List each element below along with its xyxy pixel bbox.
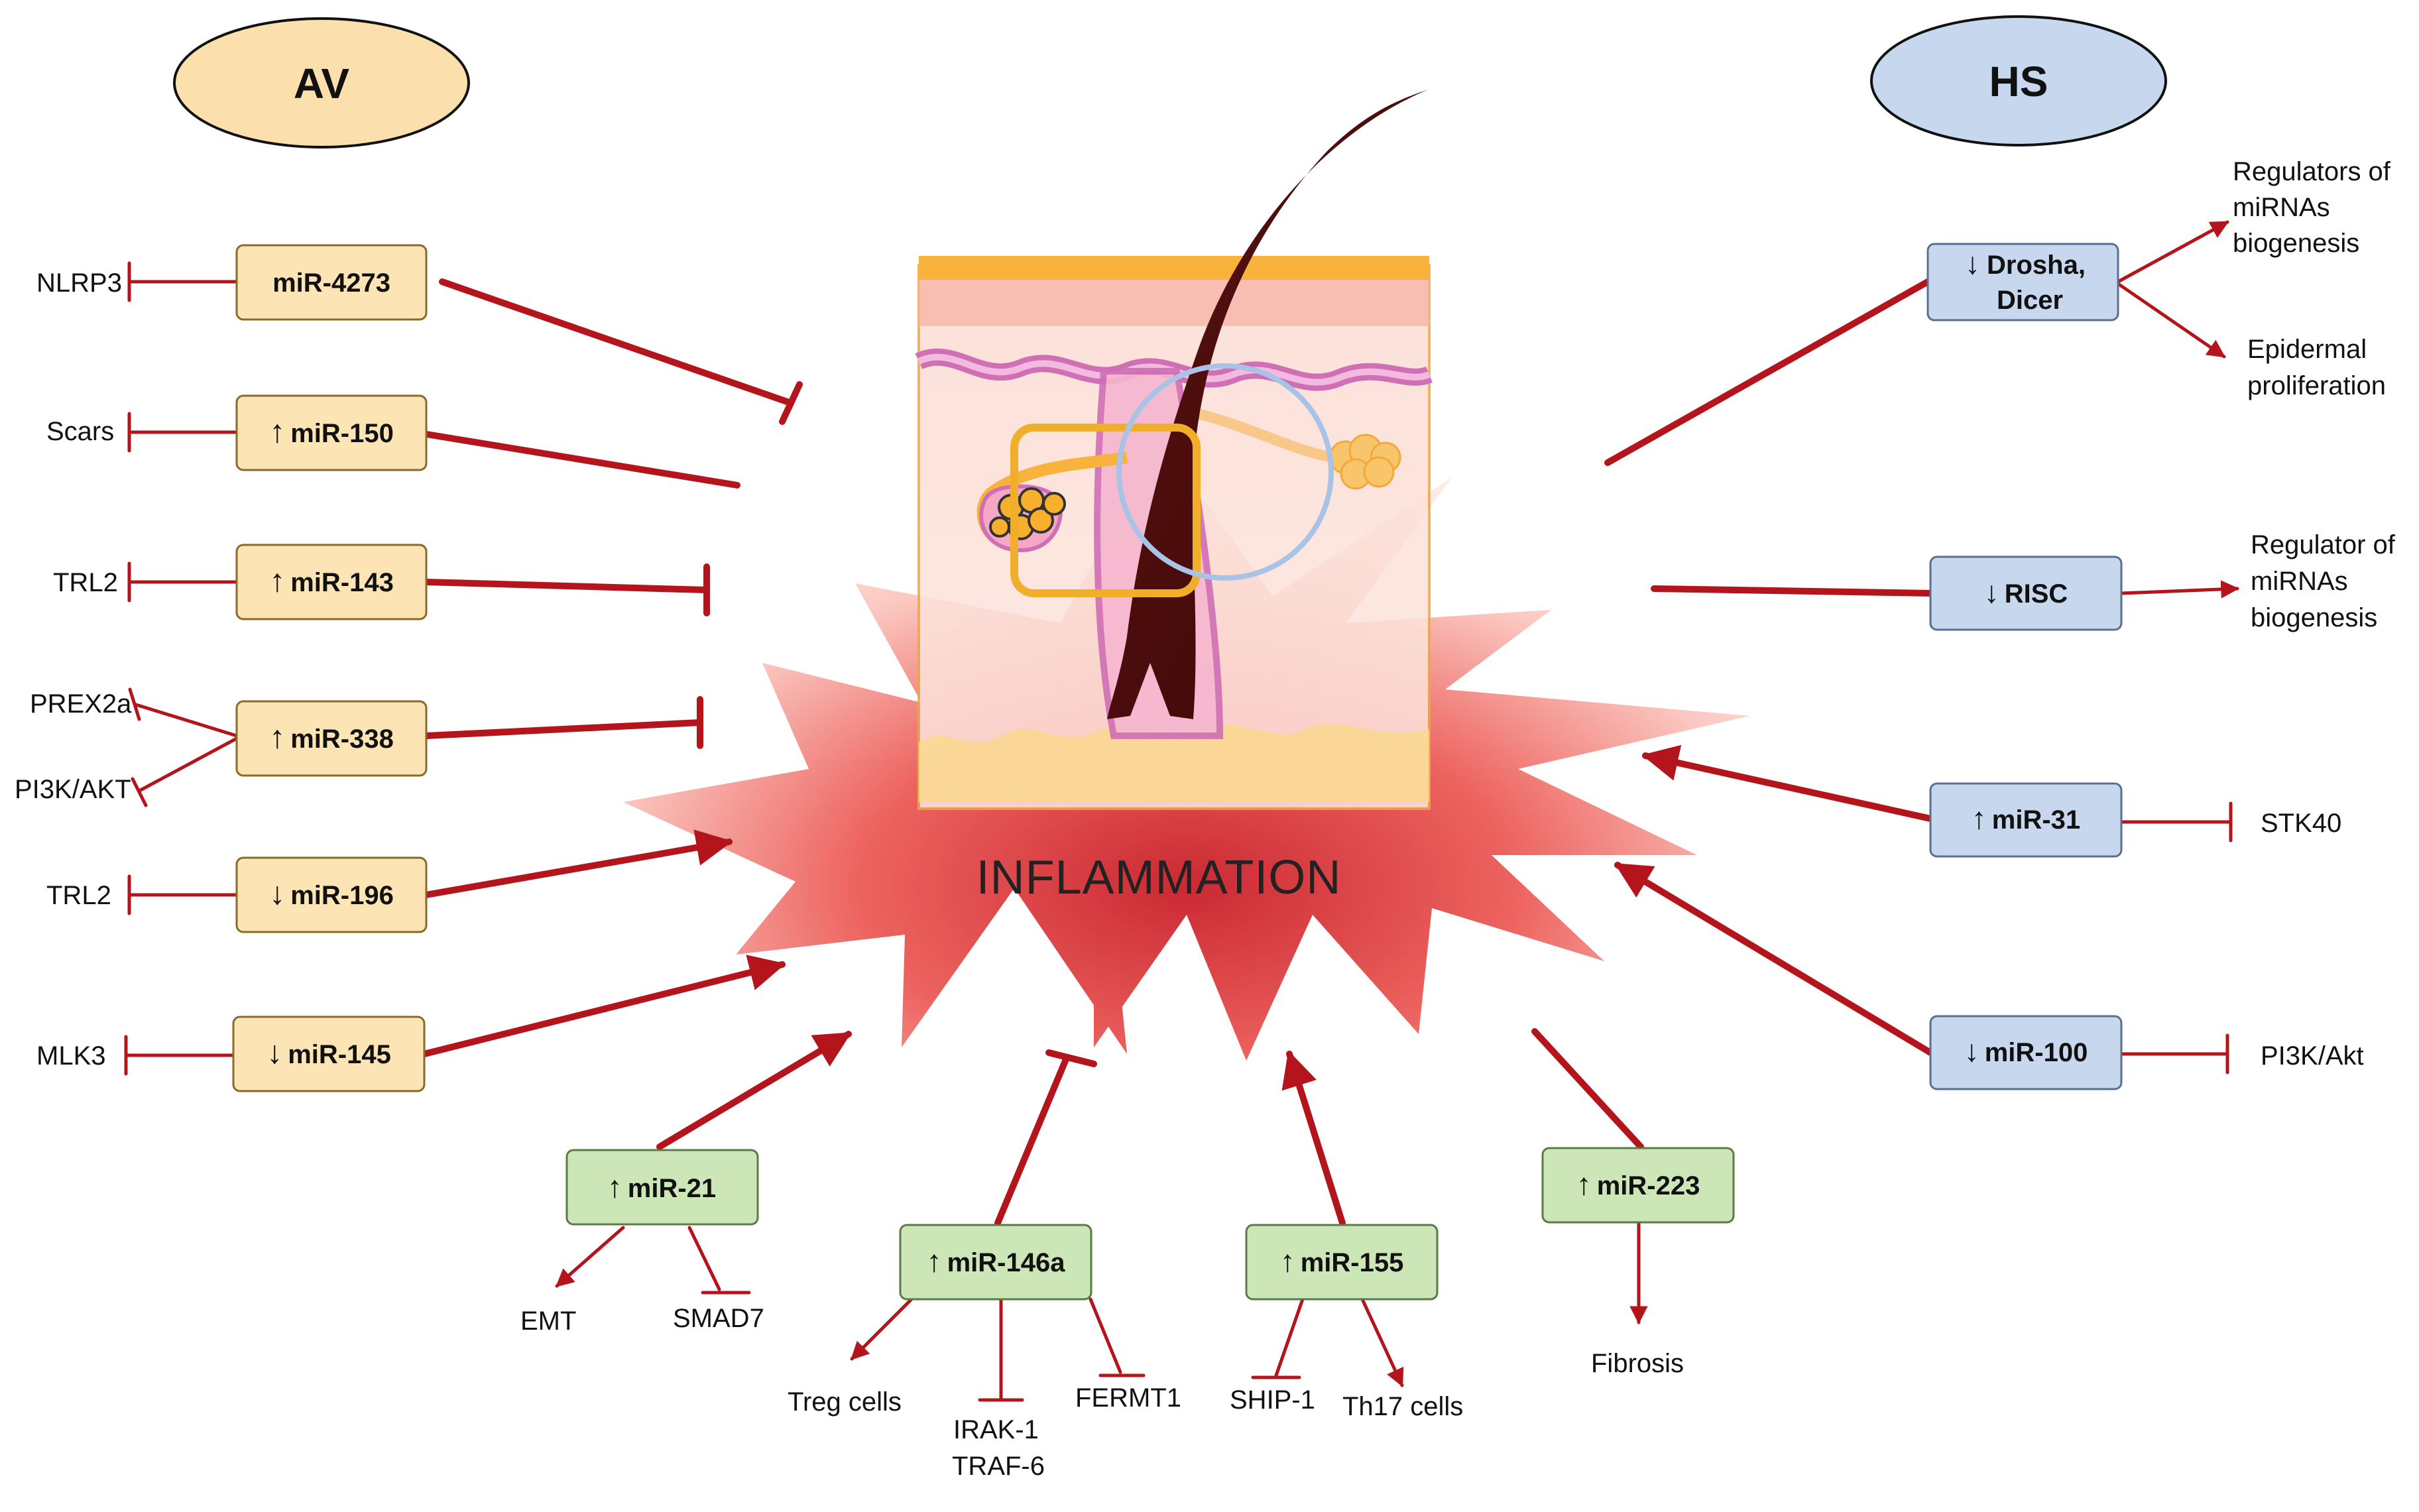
svg-text:Epidermal: Epidermal [2247,335,2367,364]
target-pi3k-akt: PI3K/AKT [15,775,131,804]
svg-text:↓miR-145: ↓miR-145 [266,1035,391,1071]
target-fibrosis: Fibrosis [1591,1349,1684,1378]
av-box-mir-4273: miR-4273 [235,244,428,321]
target-pi3k-akt-hs: PI3K/Akt [2261,1041,2364,1071]
target-nlrp3: NLRP3 [36,268,122,298]
svg-text:↑miR-223: ↑miR-223 [1576,1167,1700,1201]
target-smad7: SMAD7 [673,1304,764,1333]
svg-text:↓RISC: ↓RISC [1984,575,2068,609]
svg-text:miR-4273: miR-4273 [272,268,390,298]
target-trl2-b: TRL2 [46,881,111,910]
svg-text:↑miR-150: ↑miR-150 [269,414,394,449]
target-scars: Scars [46,417,114,446]
svg-text:biogenesis: biogenesis [2251,603,2377,632]
hs-box-mir-100: ↓miR-100 [1929,1015,2123,1090]
target-traf-6: TRAF-6 [952,1452,1045,1481]
hs-outputs: Regulators of miRNAs biogenesis Epiderma… [2233,157,2396,1071]
target-irak-1: IRAK-1 [953,1415,1039,1444]
mir-338-label: miR-338 [290,725,394,754]
target-emt: EMT [520,1307,576,1336]
hs-box-drosha-dicer: ↓Drosha, Dicer [1926,243,2119,321]
hs-connectors [1604,220,2239,1075]
skin-illustration [915,89,1433,810]
mir-145-label: miR-145 [288,1040,391,1069]
svg-text:miRNAs: miRNAs [2233,193,2330,222]
bottom-outputs: EMT SMAD7 Treg cells IRAK-1 TRAF-6 FERMT… [520,1304,1684,1481]
svg-text:Regulator of: Regulator of [2251,530,2396,559]
svg-text:↓Drosha,: ↓Drosha, [1965,246,2086,280]
target-prex2a: PREX2a [30,689,132,719]
av-box-mir-145: ↓miR-145 [232,1016,426,1092]
av-header-label: AV [294,60,349,107]
av-connectors [124,261,803,1076]
bottom-connectors [555,1028,1648,1402]
av-header: AV [173,17,470,148]
target-treg-cells: Treg cells [788,1387,902,1417]
hs-header: HS [1870,15,2167,146]
svg-text:biogenesis: biogenesis [2233,229,2359,258]
svg-text:↓miR-196: ↓miR-196 [269,876,394,911]
bottom-box-mir-155: ↑miR-155 [1245,1224,1439,1301]
av-box-mir-150: ↑miR-150 [235,394,428,471]
svg-text:proliferation: proliferation [2247,371,2386,400]
mir-4273-label: miR-4273 [272,268,390,298]
av-box-mir-196: ↓miR-196 [235,856,428,933]
target-fermt1: FERMT1 [1075,1383,1181,1413]
mir-196-label: miR-196 [290,881,394,910]
hs-box-mir-31: ↑miR-31 [1929,782,2123,858]
svg-text:↑miR-143: ↑miR-143 [269,563,394,599]
bottom-box-mir-21: ↑miR-21 [565,1149,759,1226]
svg-text:↑miR-146a: ↑miR-146a [927,1244,1066,1278]
hs-header-label: HS [1989,58,2048,105]
svg-text:Regulators of: Regulators of [2233,157,2391,186]
svg-text:↓miR-100: ↓miR-100 [1964,1033,2088,1068]
mir-150-label: miR-150 [290,419,394,448]
svg-text:↑miR-338: ↑miR-338 [269,720,394,755]
svg-text:↑miR-21: ↑miR-21 [607,1169,716,1204]
bottom-box-mir-223: ↑miR-223 [1541,1147,1735,1224]
mir-143-label: miR-143 [290,568,394,597]
av-box-mir-143: ↑miR-143 [235,544,428,620]
target-ship-1: SHIP-1 [1230,1385,1315,1415]
hs-box-risc: ↓RISC [1929,555,2123,631]
av-box-mir-338: ↑miR-338 [235,700,428,777]
svg-text:↑miR-31: ↑miR-31 [1972,801,2080,835]
inflammation-label: INFLAMMATION [976,851,1342,904]
svg-text:miRNAs: miRNAs [2251,567,2348,596]
target-th17-cells: Th17 cells [1342,1392,1463,1421]
target-trl2-a: TRL2 [53,568,118,597]
target-stk40: STK40 [2261,809,2341,838]
target-mlk3: MLK3 [36,1041,106,1071]
svg-text:↑miR-155: ↑miR-155 [1280,1244,1404,1278]
drosha-dicer-line2: Dicer [1997,286,2063,315]
bottom-box-mir-146a: ↑miR-146a [899,1224,1092,1301]
